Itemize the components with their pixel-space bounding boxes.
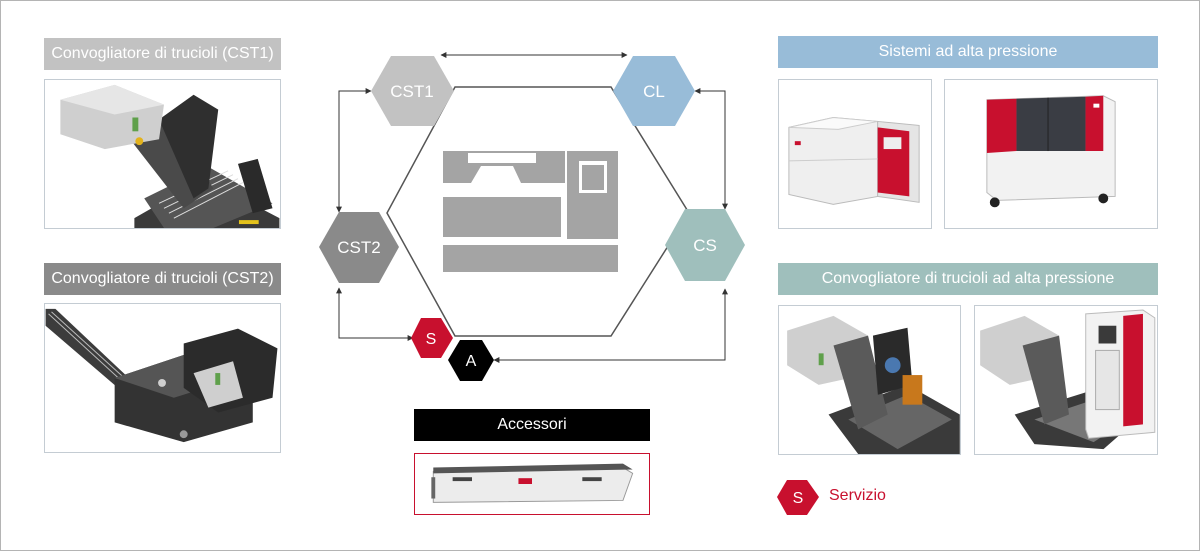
high-pressure-unit-large-illustration <box>986 95 1116 208</box>
hp-conveyor-image-1 <box>778 305 961 455</box>
arrow-cst1-cst2 <box>336 88 372 213</box>
accessories-title: Accessori <box>414 409 650 441</box>
hp-conveyor-combo-1-illustration <box>787 315 960 454</box>
high-pressure-image-1 <box>778 79 932 229</box>
arrow-cs-a <box>493 288 728 363</box>
cst1-title: Convogliatore di trucioli (CST1) <box>44 38 281 70</box>
node-cst1-label: CST1 <box>390 82 433 101</box>
chip-conveyor-cst1-illustration <box>60 84 280 228</box>
node-cst2: CST2 <box>319 212 399 283</box>
node-a-label: A <box>466 353 477 370</box>
cst2-image <box>44 303 281 453</box>
cst1-image <box>44 79 281 229</box>
node-a: A <box>448 340 494 381</box>
high-pressure-image-2 <box>944 79 1158 229</box>
node-cst2-label: CST2 <box>337 238 380 257</box>
node-cs: CS <box>665 209 745 281</box>
accessories-image <box>414 453 650 515</box>
node-cl-label: CL <box>643 82 665 101</box>
high-pressure-unit-small-illustration <box>788 116 920 205</box>
node-cl: CL <box>613 56 695 126</box>
chip-conveyor-cst2-illustration <box>45 308 278 443</box>
legend-symbol-label: S <box>793 490 804 507</box>
node-cs-label: CS <box>693 236 717 255</box>
high-pressure-title: Sistemi ad alta pressione <box>778 36 1158 68</box>
node-s-label: S <box>426 331 437 348</box>
arrow-cl-cs <box>694 88 728 210</box>
hp-conveyor-image-2 <box>974 305 1158 455</box>
machining-center-icon <box>443 151 618 272</box>
legend-label: Servizio <box>829 487 886 504</box>
chip-tray-illustration <box>431 463 634 503</box>
arrow-cst2-s <box>336 287 414 341</box>
legend-symbol: S <box>777 480 819 515</box>
cst2-title: Convogliatore di trucioli (CST2) <box>44 263 281 295</box>
hp-conveyor-title: Convogliatore di trucioli ad alta pressi… <box>778 263 1158 295</box>
node-cst1: CST1 <box>371 56 454 126</box>
hp-conveyor-combo-2-illustration <box>980 309 1156 450</box>
node-s: S <box>411 318 453 358</box>
